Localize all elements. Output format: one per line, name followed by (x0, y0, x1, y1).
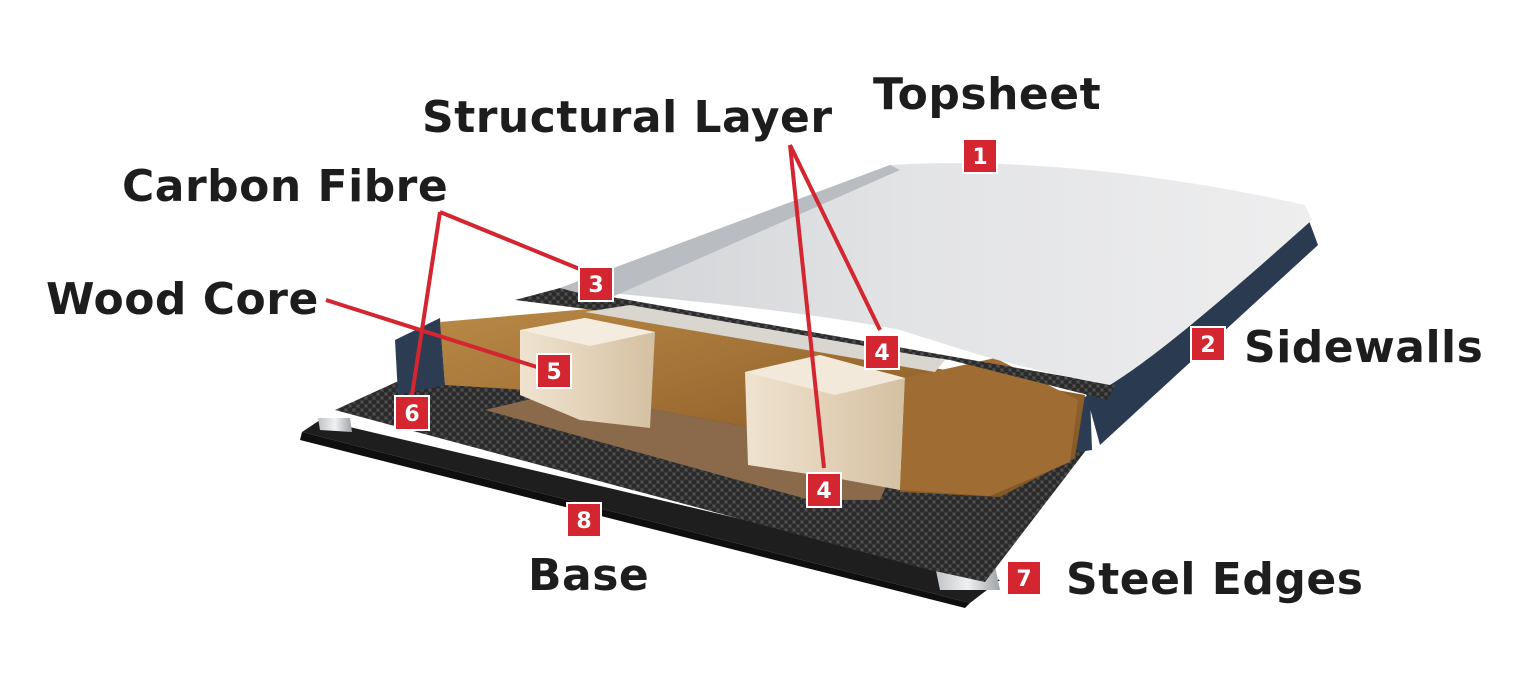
wood-core-label: Wood Core (46, 274, 319, 325)
badge-carbon-side: 6 (394, 395, 430, 431)
upper-structural-plate (585, 305, 945, 372)
badge-carbon-fibre: 3 (578, 266, 614, 302)
topsheet-label: Topsheet (873, 69, 1102, 120)
wood-core-layer (440, 308, 1085, 497)
badge-topsheet: 1 (962, 138, 998, 174)
callout-lines (325, 144, 882, 469)
steel-edges-label: Steel Edges (1066, 554, 1364, 605)
badge-base: 8 (566, 502, 602, 538)
badge-structural-top: 4 (864, 334, 900, 370)
badge-steel-edges: 7 (1006, 560, 1042, 596)
structural-layer-label: Structural Layer (422, 92, 833, 143)
base-label: Base (528, 550, 650, 601)
base-layer (300, 420, 1000, 608)
carbon-fibre-label: Carbon Fibre (122, 161, 449, 212)
badge-structural-bottom: 4 (806, 472, 842, 508)
sidewalls-label: Sidewalls (1244, 322, 1484, 373)
badge-wood-core: 5 (536, 353, 572, 389)
badge-sidewalls: 2 (1190, 326, 1226, 362)
